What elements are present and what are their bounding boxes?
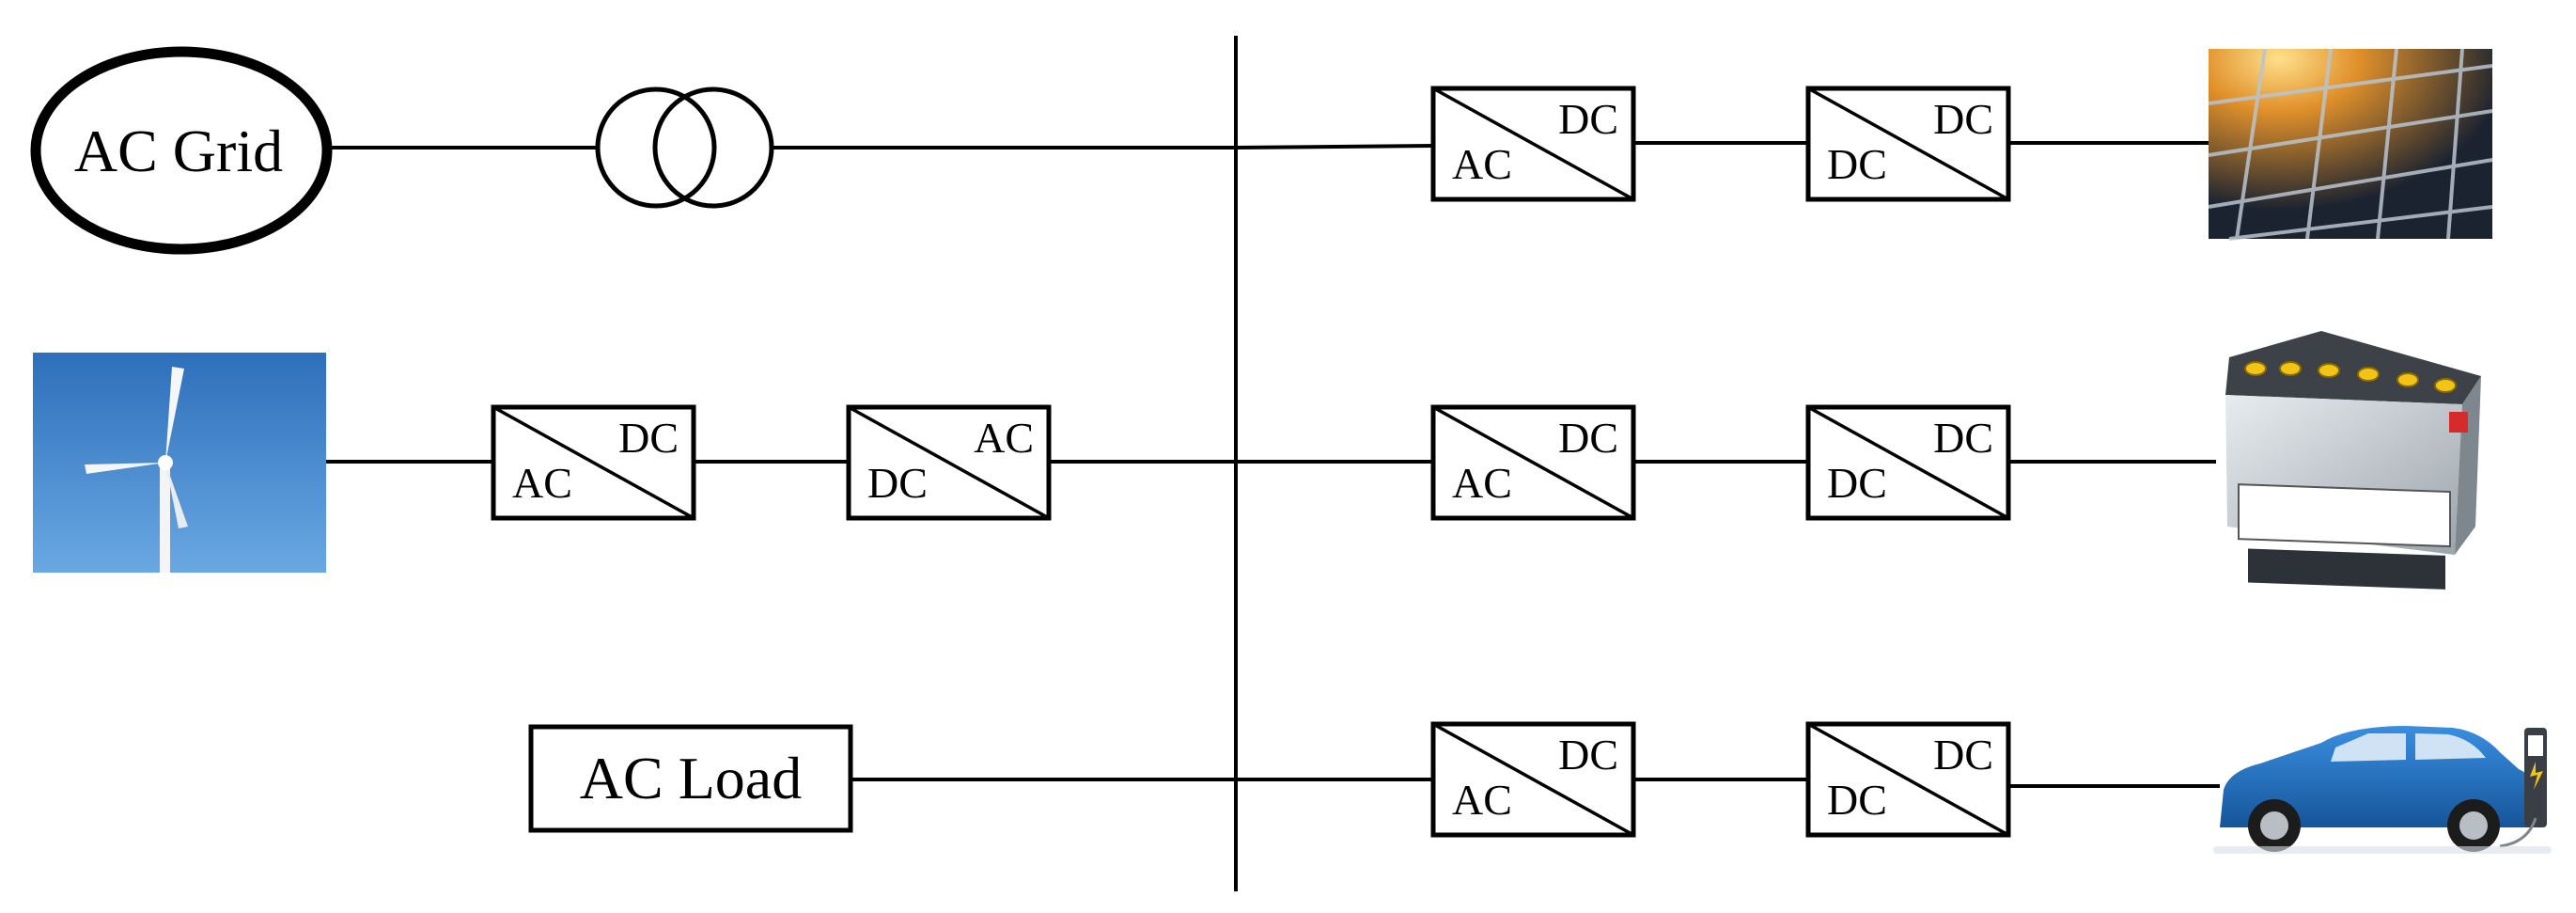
battery-converter-2-top: DC [1933, 414, 1993, 462]
wind-turbine-icon [33, 353, 326, 573]
wind-converter-2-bottom: DC [867, 459, 928, 507]
battery-converter-2-bottom: DC [1827, 459, 1887, 507]
ac-grid-label: AC Grid [74, 118, 283, 184]
wind-converter-2-top: AC [974, 414, 1034, 462]
ac-grid-source: AC Grid [30, 46, 333, 255]
pv-converter-1-bottom: AC [1452, 140, 1512, 188]
ac-grid-ellipse [30, 46, 333, 255]
wind-converter-1-top: DC [618, 414, 679, 462]
ev-converter-1: DC AC [1430, 721, 1636, 838]
pv-converter-2: DC DC [1805, 86, 2011, 202]
battery-icon [2225, 331, 2481, 590]
battery-converter-2: DC DC [1805, 404, 2011, 521]
ev-converter-1-top: DC [1558, 731, 1618, 779]
pv-converter-2-bottom: DC [1827, 140, 1887, 188]
wind-converter-2: AC DC [846, 404, 1052, 521]
battery-converter-1: DC AC [1430, 404, 1636, 521]
ev-converter-1-bottom: AC [1452, 776, 1512, 824]
wind-converter-1-bottom: AC [512, 459, 572, 507]
transformer-icon [595, 87, 774, 209]
ac-load-label: AC Load [580, 745, 802, 811]
pv-converter-2-top: DC [1933, 95, 1993, 143]
pv-converter-1: DC AC [1430, 86, 1636, 202]
battery-converter-1-top: DC [1558, 414, 1618, 462]
ac-load: AC Load [528, 724, 853, 833]
battery-converter-1-bottom: AC [1452, 459, 1512, 507]
ev-converter-2: DC DC [1805, 721, 2011, 838]
ev-converter-2-bottom: DC [1827, 776, 1887, 824]
solar-panel-icon [2208, 48, 2493, 241]
electric-car-charging-icon [2213, 726, 2552, 854]
pv-converter-1-top: DC [1558, 95, 1618, 143]
wind-converter-1: DC AC [491, 404, 696, 521]
ev-converter-2-top: DC [1933, 731, 1993, 779]
